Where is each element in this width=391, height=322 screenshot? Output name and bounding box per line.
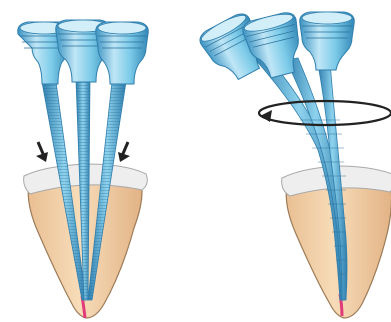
right-file-handle-3 bbox=[300, 12, 355, 70]
left-panel bbox=[18, 20, 149, 318]
left-down-arrow-1 bbox=[36, 142, 48, 162]
left-down-arrow-2 bbox=[118, 142, 130, 162]
right-panel bbox=[197, 10, 391, 318]
